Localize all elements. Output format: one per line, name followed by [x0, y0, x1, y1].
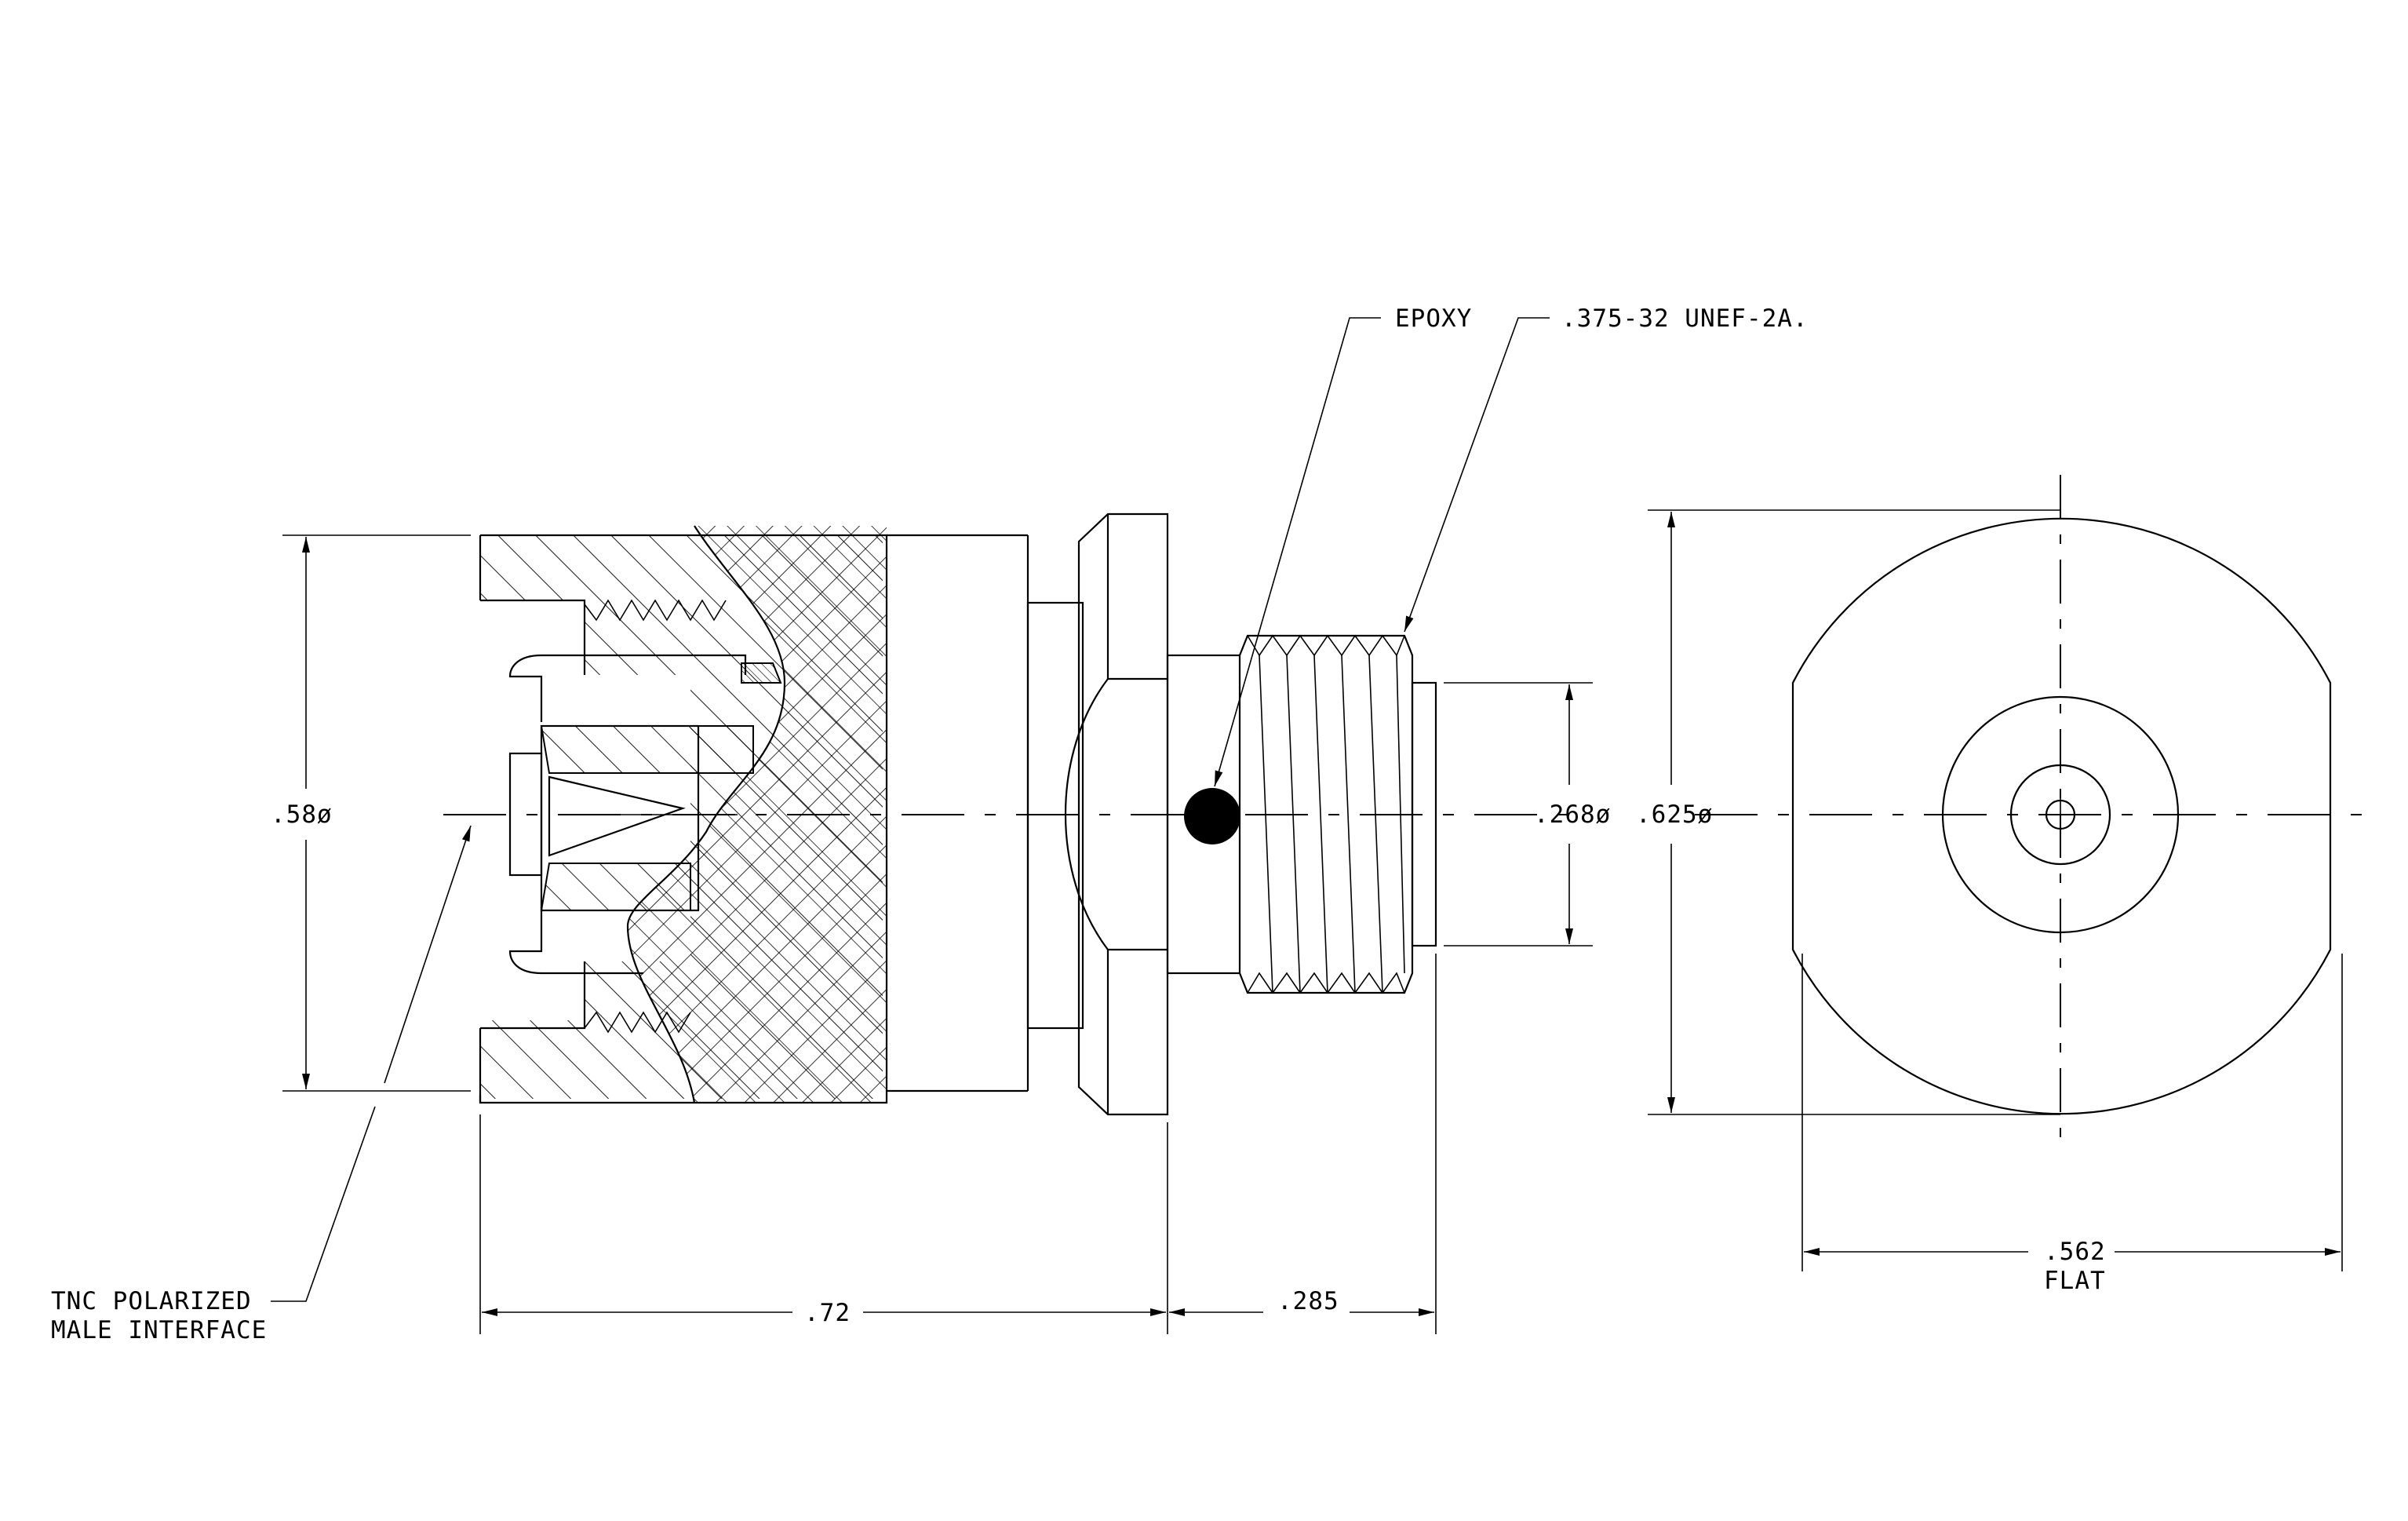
dim-0268-label: .268ø	[1534, 801, 1611, 829]
coupling-nut-section	[479, 525, 888, 1104]
nut-inner-top-step	[480, 599, 586, 675]
epoxy-leader	[1214, 317, 1381, 787]
thread-crests-bottom	[1247, 972, 1405, 994]
seal-detail	[741, 662, 782, 684]
connector-body	[887, 534, 1084, 1092]
outer-ring	[1941, 695, 2180, 934]
hex-face-arc	[1064, 678, 1109, 950]
dim-058-label: .58ø	[271, 801, 333, 829]
thread-slant-lines	[1259, 655, 1405, 994]
neck-section	[1026, 601, 1084, 1030]
hex-flange	[1064, 512, 1169, 1116]
pin-taper	[548, 775, 686, 857]
inner-body-bottom	[508, 906, 643, 975]
dim-0625-label: .625ø	[1636, 801, 1713, 829]
nut-inner-bottom-step	[480, 961, 586, 1030]
dim-072-label: .72	[804, 1299, 851, 1327]
rear-section	[1411, 681, 1437, 947]
internal-thread-top	[584, 599, 727, 622]
dim-0285-label: .285	[1277, 1287, 1339, 1315]
epoxy-label: EPOXY	[1395, 305, 1472, 333]
dim-0562-label: .562	[2044, 1238, 2106, 1266]
knurl-boundary-curve	[626, 525, 786, 1103]
dimensions: .58ø .268ø .625ø .72 .285 .562 FLAT	[271, 509, 2343, 1334]
end-view	[1695, 475, 2377, 1146]
interface-label-line1: TNC POLARIZED	[51, 1287, 252, 1315]
callouts: EPOXY .375-32 UNEF-2A. TNC POLARIZED MAL…	[51, 305, 1809, 1344]
end-outline	[1791, 517, 2332, 1115]
interface-leader-lower	[271, 1106, 376, 1302]
dim-flat-label: FLAT	[2044, 1267, 2106, 1295]
epoxy-dot	[1184, 788, 1240, 844]
knurl-crosshatch-area	[628, 526, 887, 1103]
side-view	[443, 512, 1569, 1116]
thread-spec-label: .375-32 UNEF-2A.	[1561, 305, 1809, 333]
inner-ring	[2009, 764, 2111, 866]
interface-leader-upper	[384, 825, 472, 1084]
internal-thread-bottom	[584, 1011, 691, 1034]
thread-crests-top	[1247, 634, 1405, 657]
thread-leader	[1404, 317, 1550, 633]
pin-socket-hatch	[540, 725, 754, 911]
interface-label-line2: MALE INTERFACE	[51, 1316, 267, 1344]
